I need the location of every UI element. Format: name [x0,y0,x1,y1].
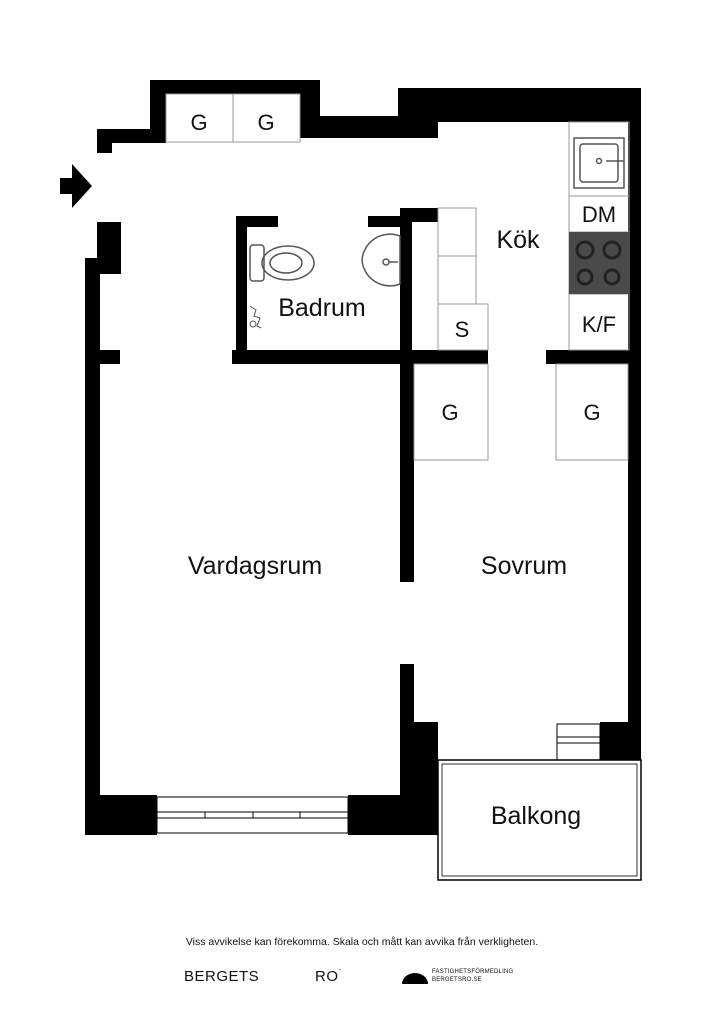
entry-wardrobes [165,93,301,143]
room-label-kitchen: Kök [496,226,540,254]
brand-name-right: RO˙ [315,968,343,985]
wall-bottom-left [85,795,157,835]
dishwasher-label: DM [582,202,616,227]
entrance-arrow-icon [60,164,92,208]
bathroom-wall-right [400,208,412,364]
walls [85,80,641,835]
wall-top-left-c [150,80,320,94]
fridge-freezer-label: K/F [582,312,616,337]
wall-top-right [436,88,640,122]
kitchen-wall-left [400,208,438,222]
bathroom-wall-top-right [368,216,404,227]
wall-left [85,258,100,835]
disclaimer-text: Viss avvikelse kan förekomma. Skala och … [185,936,539,948]
wall-kitchen-bedroom-left [400,350,488,364]
agency-line-2: BERGETSRO.SE [432,977,482,983]
agency-line-1: FASTIGHETSFÖRMEDLING [432,969,514,975]
toilet-icon [249,244,315,282]
wall-right-lower [600,722,641,760]
wall-left-stub [97,350,120,364]
bedroom-wardrobes [413,363,629,461]
brand-name-right-text: RO [315,968,339,985]
logo-icon [402,973,428,984]
brand-mark: ˙ [338,968,343,980]
balcony-door [556,723,601,761]
room-label-bedroom: Sovrum [481,552,567,580]
stove-icon [569,232,629,294]
wardrobe-bedroom-2-label: G [583,400,600,425]
wall-left-top [97,129,112,153]
wall-living-bedroom-lower [400,664,414,734]
balcony-outline [437,759,642,881]
sink-icon [573,137,625,189]
brand-name-left: BERGETS [184,968,260,985]
washbasin-icon [361,233,401,287]
room-label-living-room: Vardagsrum [188,552,322,580]
room-label-balcony: Balkong [491,802,581,830]
room-label-bathroom: Badrum [278,294,366,322]
wall-kitchen-bedroom-right [546,350,628,364]
storage-label: S [455,317,470,342]
bathroom-wall-bottom [232,350,412,364]
bathroom-wall-left [236,216,247,364]
wall-right [628,88,641,760]
wall-top-mid-b [300,116,404,138]
bathroom-floor-drain-icon [249,305,262,329]
bathroom-wall-top-left [236,216,278,227]
wall-left-entry-pier [97,222,121,274]
kitchen-counter-left [437,207,489,351]
wardrobe-entry-2-label: G [257,110,274,135]
wall-bottom-right-block [400,722,438,835]
living-room-window [156,796,349,834]
wall-living-bedroom-upper [400,364,414,582]
wall-top-left-b [150,80,166,143]
wall-top-mid-d [398,88,438,138]
wardrobe-bedroom-1-label: G [441,400,458,425]
wardrobe-entry-1-label: G [190,110,207,135]
